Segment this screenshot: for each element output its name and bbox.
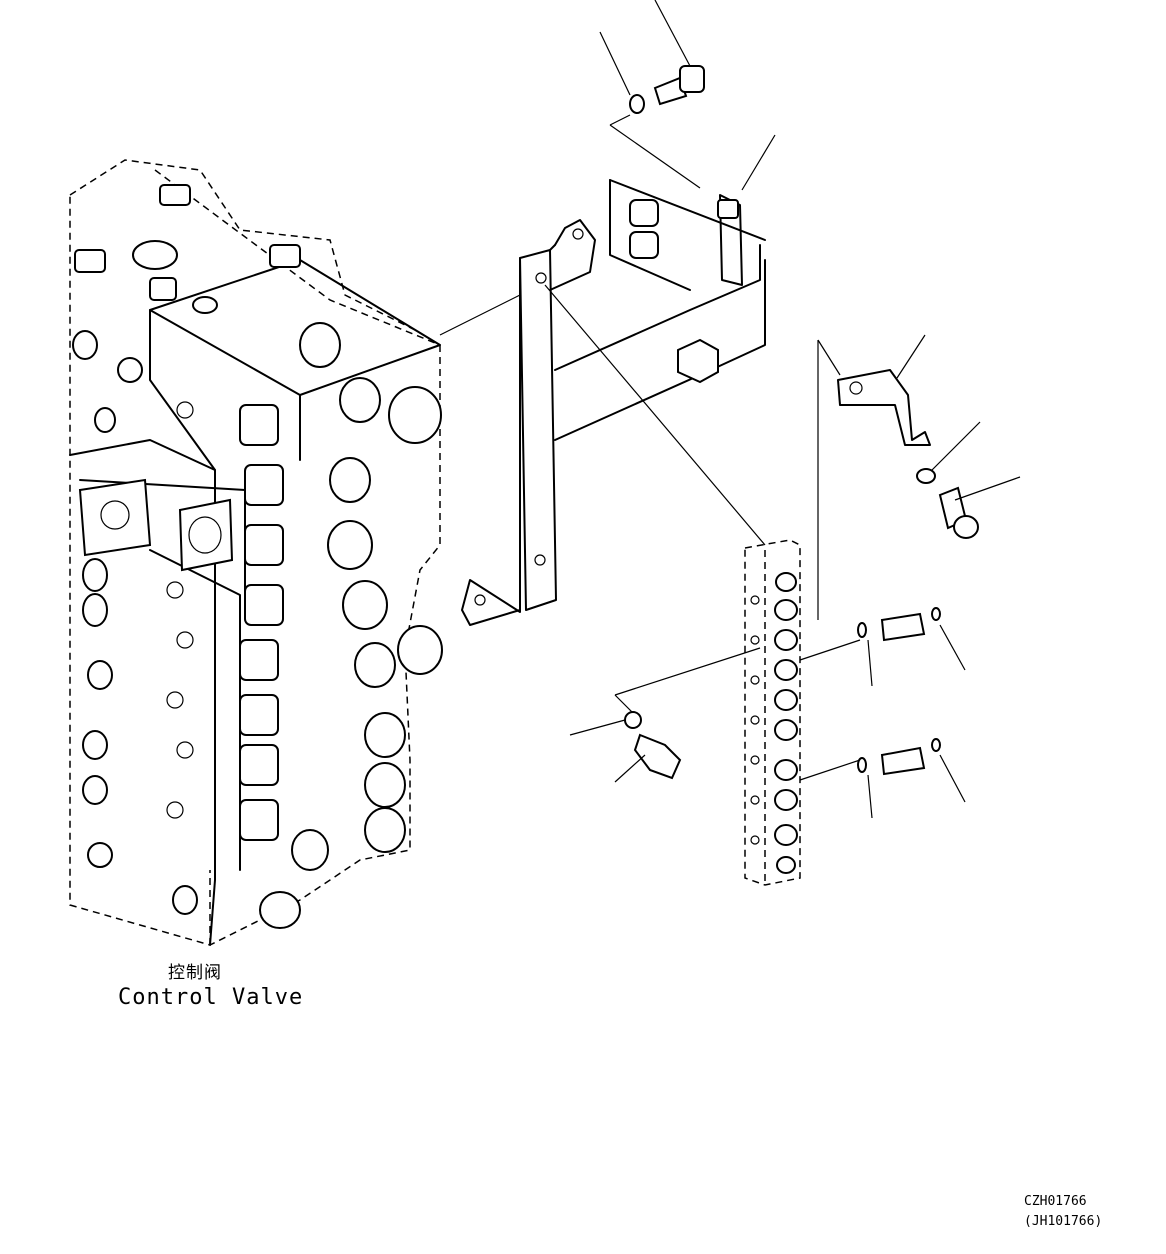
bolt-and-washer-top bbox=[439, 0, 776, 336]
drawing-code-secondary: (JH101766) bbox=[1024, 1214, 1103, 1229]
control-valve-assembly bbox=[69, 159, 443, 946]
manifold-block bbox=[544, 284, 801, 886]
mounting-bracket bbox=[461, 179, 766, 626]
component-label-chinese: 控制阀 bbox=[168, 963, 222, 983]
component-label-english: Control Valve bbox=[118, 985, 304, 1010]
fittings-and-o-rings bbox=[569, 607, 966, 819]
clip-and-bolt-right bbox=[817, 334, 1021, 620]
drawing-code: CZH01766 bbox=[1024, 1194, 1087, 1209]
